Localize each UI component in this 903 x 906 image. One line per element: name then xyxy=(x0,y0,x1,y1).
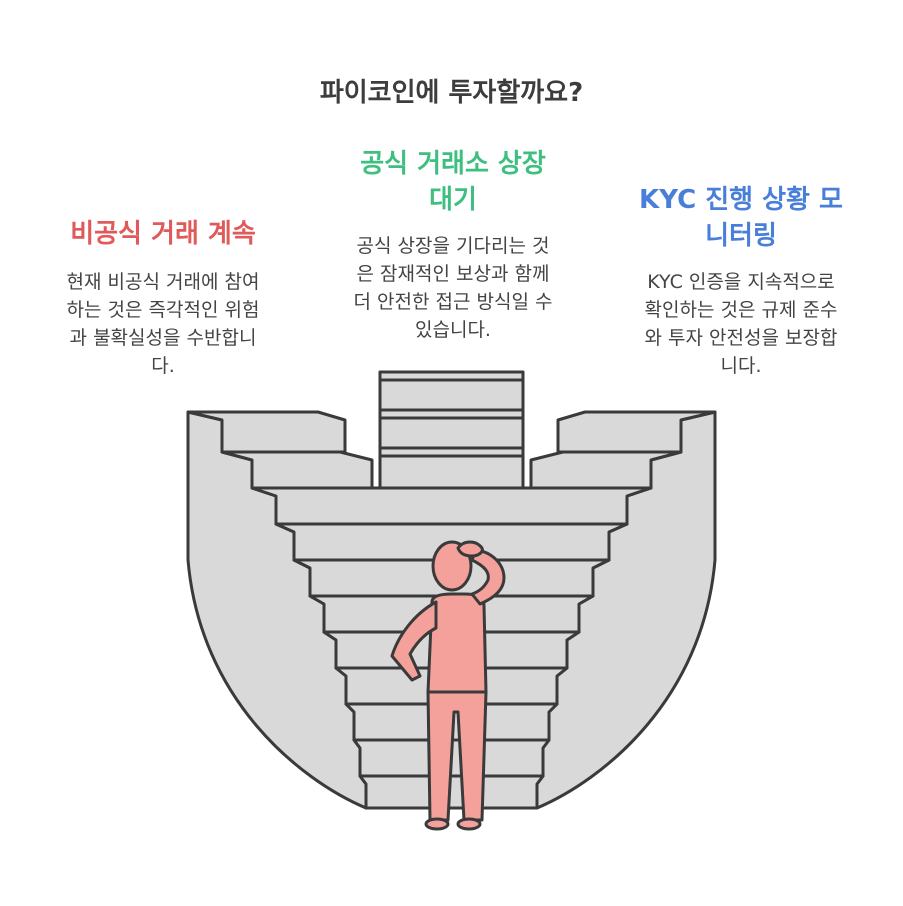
option-left-line: 과 불확실성을 수반합니 xyxy=(69,327,257,349)
option-right-description: KYC 인증을 지속적으로 확인하는 것은 규제 준수 와 투자 안전성을 보장… xyxy=(612,268,870,380)
option-right-title-line: 니터링 xyxy=(705,221,777,251)
option-middle-description: 공식 상장을 기다리는 것 은 잠재적인 보상과 함께 더 안전한 접근 방식일… xyxy=(320,232,586,344)
option-right-title: KYC 진행 상황 모 니터링 xyxy=(612,182,870,254)
middle-column xyxy=(378,370,525,490)
option-left-title: 비공식 거래 계속 xyxy=(70,219,256,249)
option-right-line: 니다. xyxy=(720,355,762,377)
option-middle-title: 공식 거래소 상장 대기 xyxy=(318,146,588,218)
option-right-line: 와 투자 안전성을 보장합 xyxy=(644,327,838,349)
person-left-arm xyxy=(390,600,438,682)
person-right-foot xyxy=(456,817,482,831)
option-middle-line: 공식 상장을 기다리는 것 xyxy=(356,235,550,257)
page-title: 파이코인에 투자할까요? xyxy=(319,78,584,108)
person-hand xyxy=(456,540,484,558)
option-right-line: KYC 인증을 지속적으로 xyxy=(647,271,835,293)
stair-step xyxy=(250,486,653,526)
option-middle-line: 있습니다. xyxy=(415,319,491,341)
option-right-title-line: KYC 진행 상황 모 xyxy=(639,185,843,215)
option-left-description: 현재 비공식 거래에 참여 하는 것은 즉각적인 위험 과 불확실성을 수반합니… xyxy=(34,268,292,380)
option-left-line: 현재 비공식 거래에 참여 xyxy=(66,271,260,293)
person-left-foot xyxy=(424,817,450,831)
stair-step xyxy=(358,774,545,810)
option-middle-line: 은 잠재적인 보상과 함께 xyxy=(356,263,550,285)
option-left-line: 다. xyxy=(151,355,175,377)
option-right-line: 확인하는 것은 규제 준수 xyxy=(644,299,838,321)
option-middle-title-line: 대기 xyxy=(429,185,477,215)
person-body xyxy=(426,592,488,694)
person-figure xyxy=(390,540,506,831)
option-left-line: 하는 것은 즉각적인 위험 xyxy=(66,299,260,321)
option-middle-title-line: 공식 거래소 상장 xyxy=(360,149,546,179)
person-right-arm xyxy=(470,548,506,606)
option-middle-line: 더 안전한 접근 방식일 수 xyxy=(353,291,553,313)
